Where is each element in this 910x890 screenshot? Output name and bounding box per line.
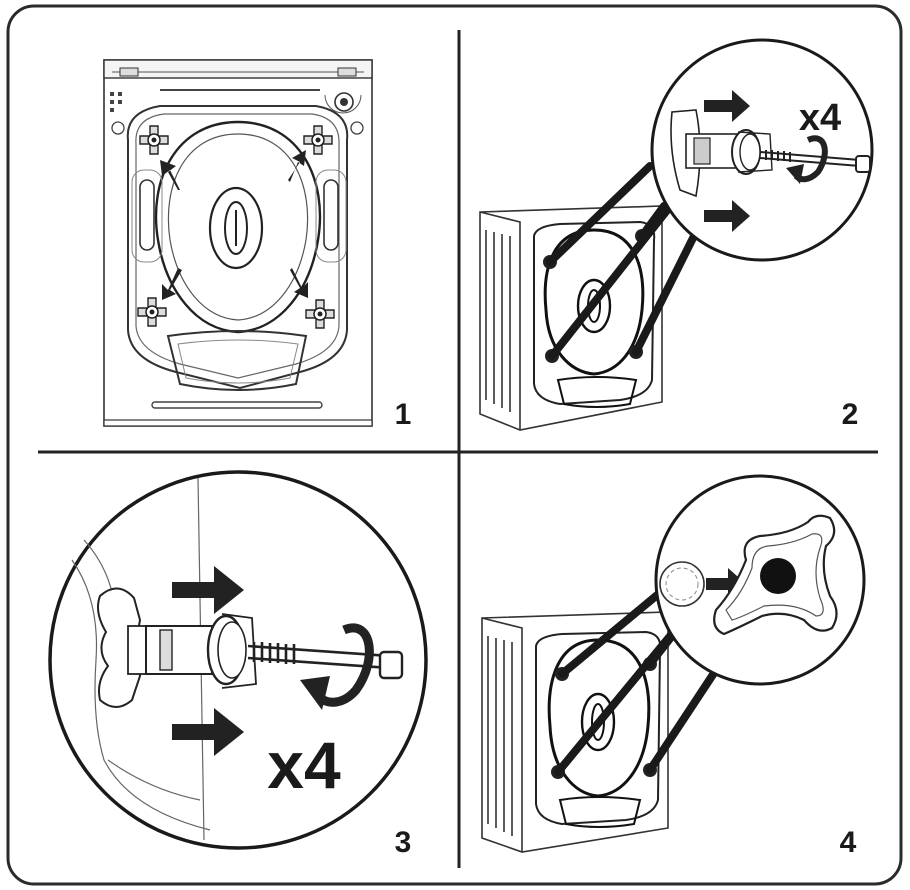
arrow-icon [704,90,750,232]
washing-machine-rear-icon [103,59,373,427]
transit-bolt-icon [139,125,169,155]
panel-4: 4 [481,474,866,859]
step-number-2: 2 [842,398,859,431]
panel-2: x4 2 [479,38,874,431]
panel-1: 1 [103,59,412,431]
arrow-icon [160,150,308,300]
rotate-arrow-icon [786,135,828,184]
multiplier-label: x4 [799,97,841,139]
step-number-4: 4 [840,826,857,859]
step-number-1: 1 [395,398,412,431]
transit-bolt-icon [670,109,871,198]
multiplier-label: x4 [267,728,341,802]
magnify-circle [650,38,874,262]
rotate-arrow-icon [300,623,374,710]
transit-bolt-icon [713,514,838,636]
transit-bolt-icon [305,299,335,329]
transit-bolt-icon [97,587,404,708]
step-number-3: 3 [395,826,412,859]
transit-bolt-icon [303,125,333,155]
transit-bolt-icon [137,297,167,327]
panel-3: x4 3 [48,470,428,859]
washing-machine-rear-icon [481,611,669,853]
cover-cap-icon [659,561,705,607]
arrow-icon [172,566,244,756]
